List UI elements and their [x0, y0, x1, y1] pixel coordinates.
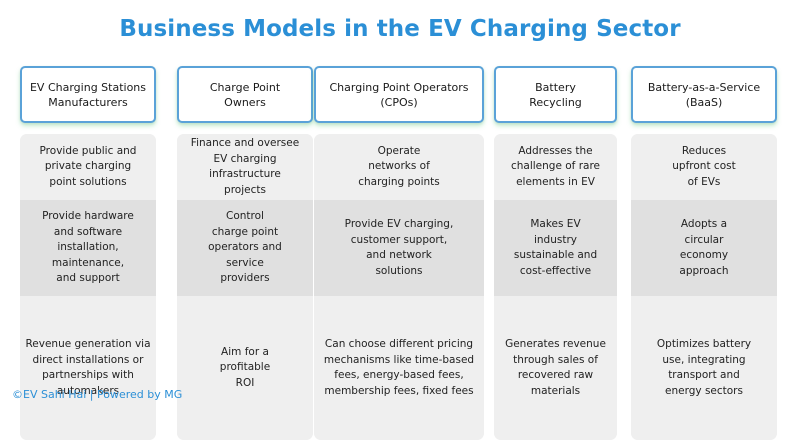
- column-header: Charging Point Operators (CPOs): [314, 66, 484, 123]
- column-body: Addresses the challenge of rare elements…: [494, 134, 617, 440]
- column-header: Battery Recycling: [494, 66, 617, 123]
- column-cell: Finance and oversee EV charging infrastr…: [177, 134, 313, 200]
- column-cell: Revenue generation via direct installati…: [20, 296, 156, 440]
- column-cell: Adopts a circular economy approach: [631, 200, 777, 296]
- column-cell: Reduces upfront cost of EVs: [631, 134, 777, 200]
- column-body: Operate networks of charging points Prov…: [314, 134, 484, 440]
- column-cell: Provide public and private charging poin…: [20, 134, 156, 200]
- column-body: Provide public and private charging poin…: [20, 134, 156, 440]
- column-cell: Operate networks of charging points: [314, 134, 484, 200]
- column-header: Charge Point Owners: [177, 66, 313, 123]
- column-cell: Aim for a profitable ROI: [177, 296, 313, 440]
- column-header: EV Charging Stations Manufacturers: [20, 66, 156, 123]
- column-cell: Generates revenue through sales of recov…: [494, 296, 617, 440]
- footer-credit: ©EV Sahi Hai | Powered by MG: [12, 388, 183, 401]
- column-header: Battery-as-a-Service (BaaS): [631, 66, 777, 123]
- column-cell: Provide EV charging, customer support, a…: [314, 200, 484, 296]
- column-cell: Addresses the challenge of rare elements…: [494, 134, 617, 200]
- column-cell: Makes EV industry sustainable and cost-e…: [494, 200, 617, 296]
- column-body: Reduces upfront cost of EVs Adopts a cir…: [631, 134, 777, 440]
- column-cell: Control charge point operators and servi…: [177, 200, 313, 296]
- column-cell: Optimizes battery use, integrating trans…: [631, 296, 777, 440]
- page-title: Business Models in the EV Charging Secto…: [119, 16, 681, 42]
- business-model-columns: EV Charging Stations Manufacturers Provi…: [20, 66, 777, 440]
- column-cell: Provide hardware and software installati…: [20, 200, 156, 296]
- column-cell: Can choose different pricing mechanisms …: [314, 296, 484, 440]
- column-body: Finance and oversee EV charging infrastr…: [177, 134, 313, 440]
